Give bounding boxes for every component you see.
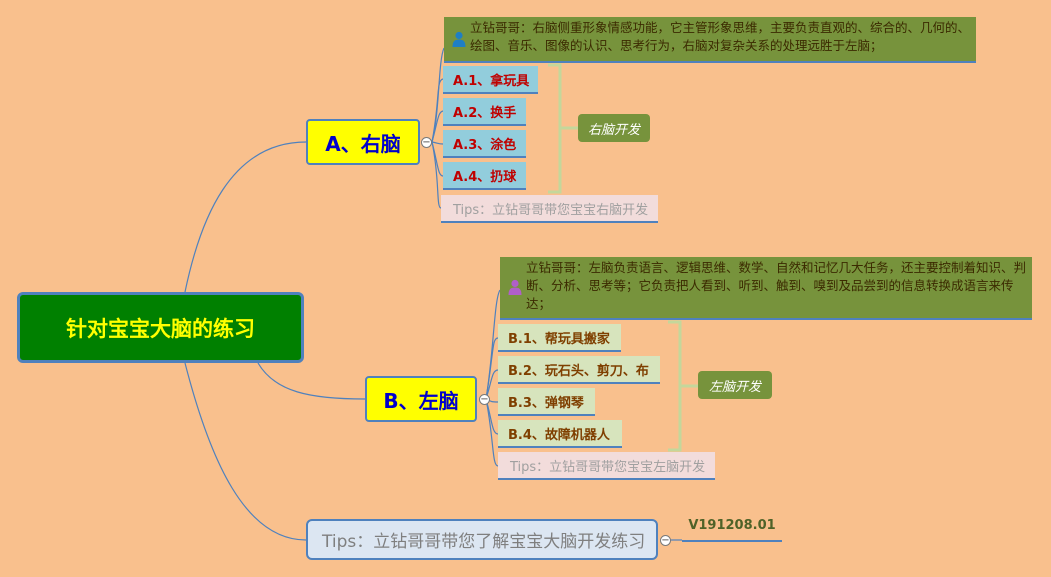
connector-root-a (184, 141, 307, 293)
connector-a-1 (431, 78, 444, 143)
connector-root-tips (184, 362, 307, 541)
leaf-b3[interactable]: B.3、弹钢琴 (498, 388, 595, 416)
version-label[interactable]: V191208.01 (682, 518, 782, 542)
user-icon (508, 279, 522, 295)
connector-a-4 (431, 141, 444, 177)
leaf-a1[interactable]: A.1、拿玩具 (443, 66, 538, 94)
tips-right-brain[interactable]: Tips：立钻哥哥带您宝宝右脑开发 (441, 195, 658, 223)
summary-bracket-b (668, 320, 698, 452)
collapse-toggle-a[interactable]: − (421, 136, 432, 148)
connector-a-3 (431, 141, 444, 145)
branch-left-brain[interactable]: B、左脑 (365, 376, 477, 422)
collapse-toggle-tips[interactable]: − (660, 534, 671, 546)
connector-root-b (257, 362, 366, 400)
summary-right-brain[interactable]: 右脑开发 (578, 114, 650, 142)
note-left-brain[interactable]: 立钻哥哥：左脑负责语言、逻辑思维、数学、自然和记忆几大任务，还主要控制着知识、判… (500, 257, 1032, 320)
leaf-b2[interactable]: B.2、玩石头、剪刀、布 (498, 356, 660, 384)
collapse-toggle-b[interactable]: − (479, 393, 490, 405)
leaf-a3[interactable]: A.3、涂色 (443, 130, 526, 158)
summary-bracket-a (548, 63, 578, 194)
connector-b-1 (485, 337, 499, 400)
connector-a-2 (431, 110, 444, 143)
summary-left-brain[interactable]: 左脑开发 (698, 371, 772, 399)
note-left-brain-text: 立钻哥哥：左脑负责语言、逻辑思维、数学、自然和记忆几大任务，还主要控制着知识、判… (526, 260, 1027, 311)
tips-main[interactable]: Tips：立钻哥哥带您了解宝宝大脑开发练习 (306, 519, 658, 560)
note-right-brain-text: 立钻哥哥：右脑侧重形象情感功能，它主管形象思维，主要负责直观的、综合的、几何的、… (470, 20, 971, 53)
connector-b-tips (485, 398, 499, 467)
branch-right-brain[interactable]: A、右脑 (306, 119, 420, 165)
leaf-b4[interactable]: B.4、故障机器人 (498, 420, 622, 448)
leaf-a4[interactable]: A.4、扔球 (443, 162, 526, 190)
tips-left-brain[interactable]: Tips：立钻哥哥带您宝宝左脑开发 (498, 452, 715, 480)
note-right-brain[interactable]: 立钻哥哥：右脑侧重形象情感功能，它主管形象思维，主要负责直观的、综合的、几何的、… (444, 17, 976, 63)
user-icon (452, 31, 466, 47)
leaf-a2[interactable]: A.2、换手 (443, 98, 526, 126)
root-topic[interactable]: 针对宝宝大脑的练习 (17, 292, 304, 363)
leaf-b1[interactable]: B.1、帮玩具搬家 (498, 324, 621, 352)
connector-a-tips (431, 141, 442, 209)
